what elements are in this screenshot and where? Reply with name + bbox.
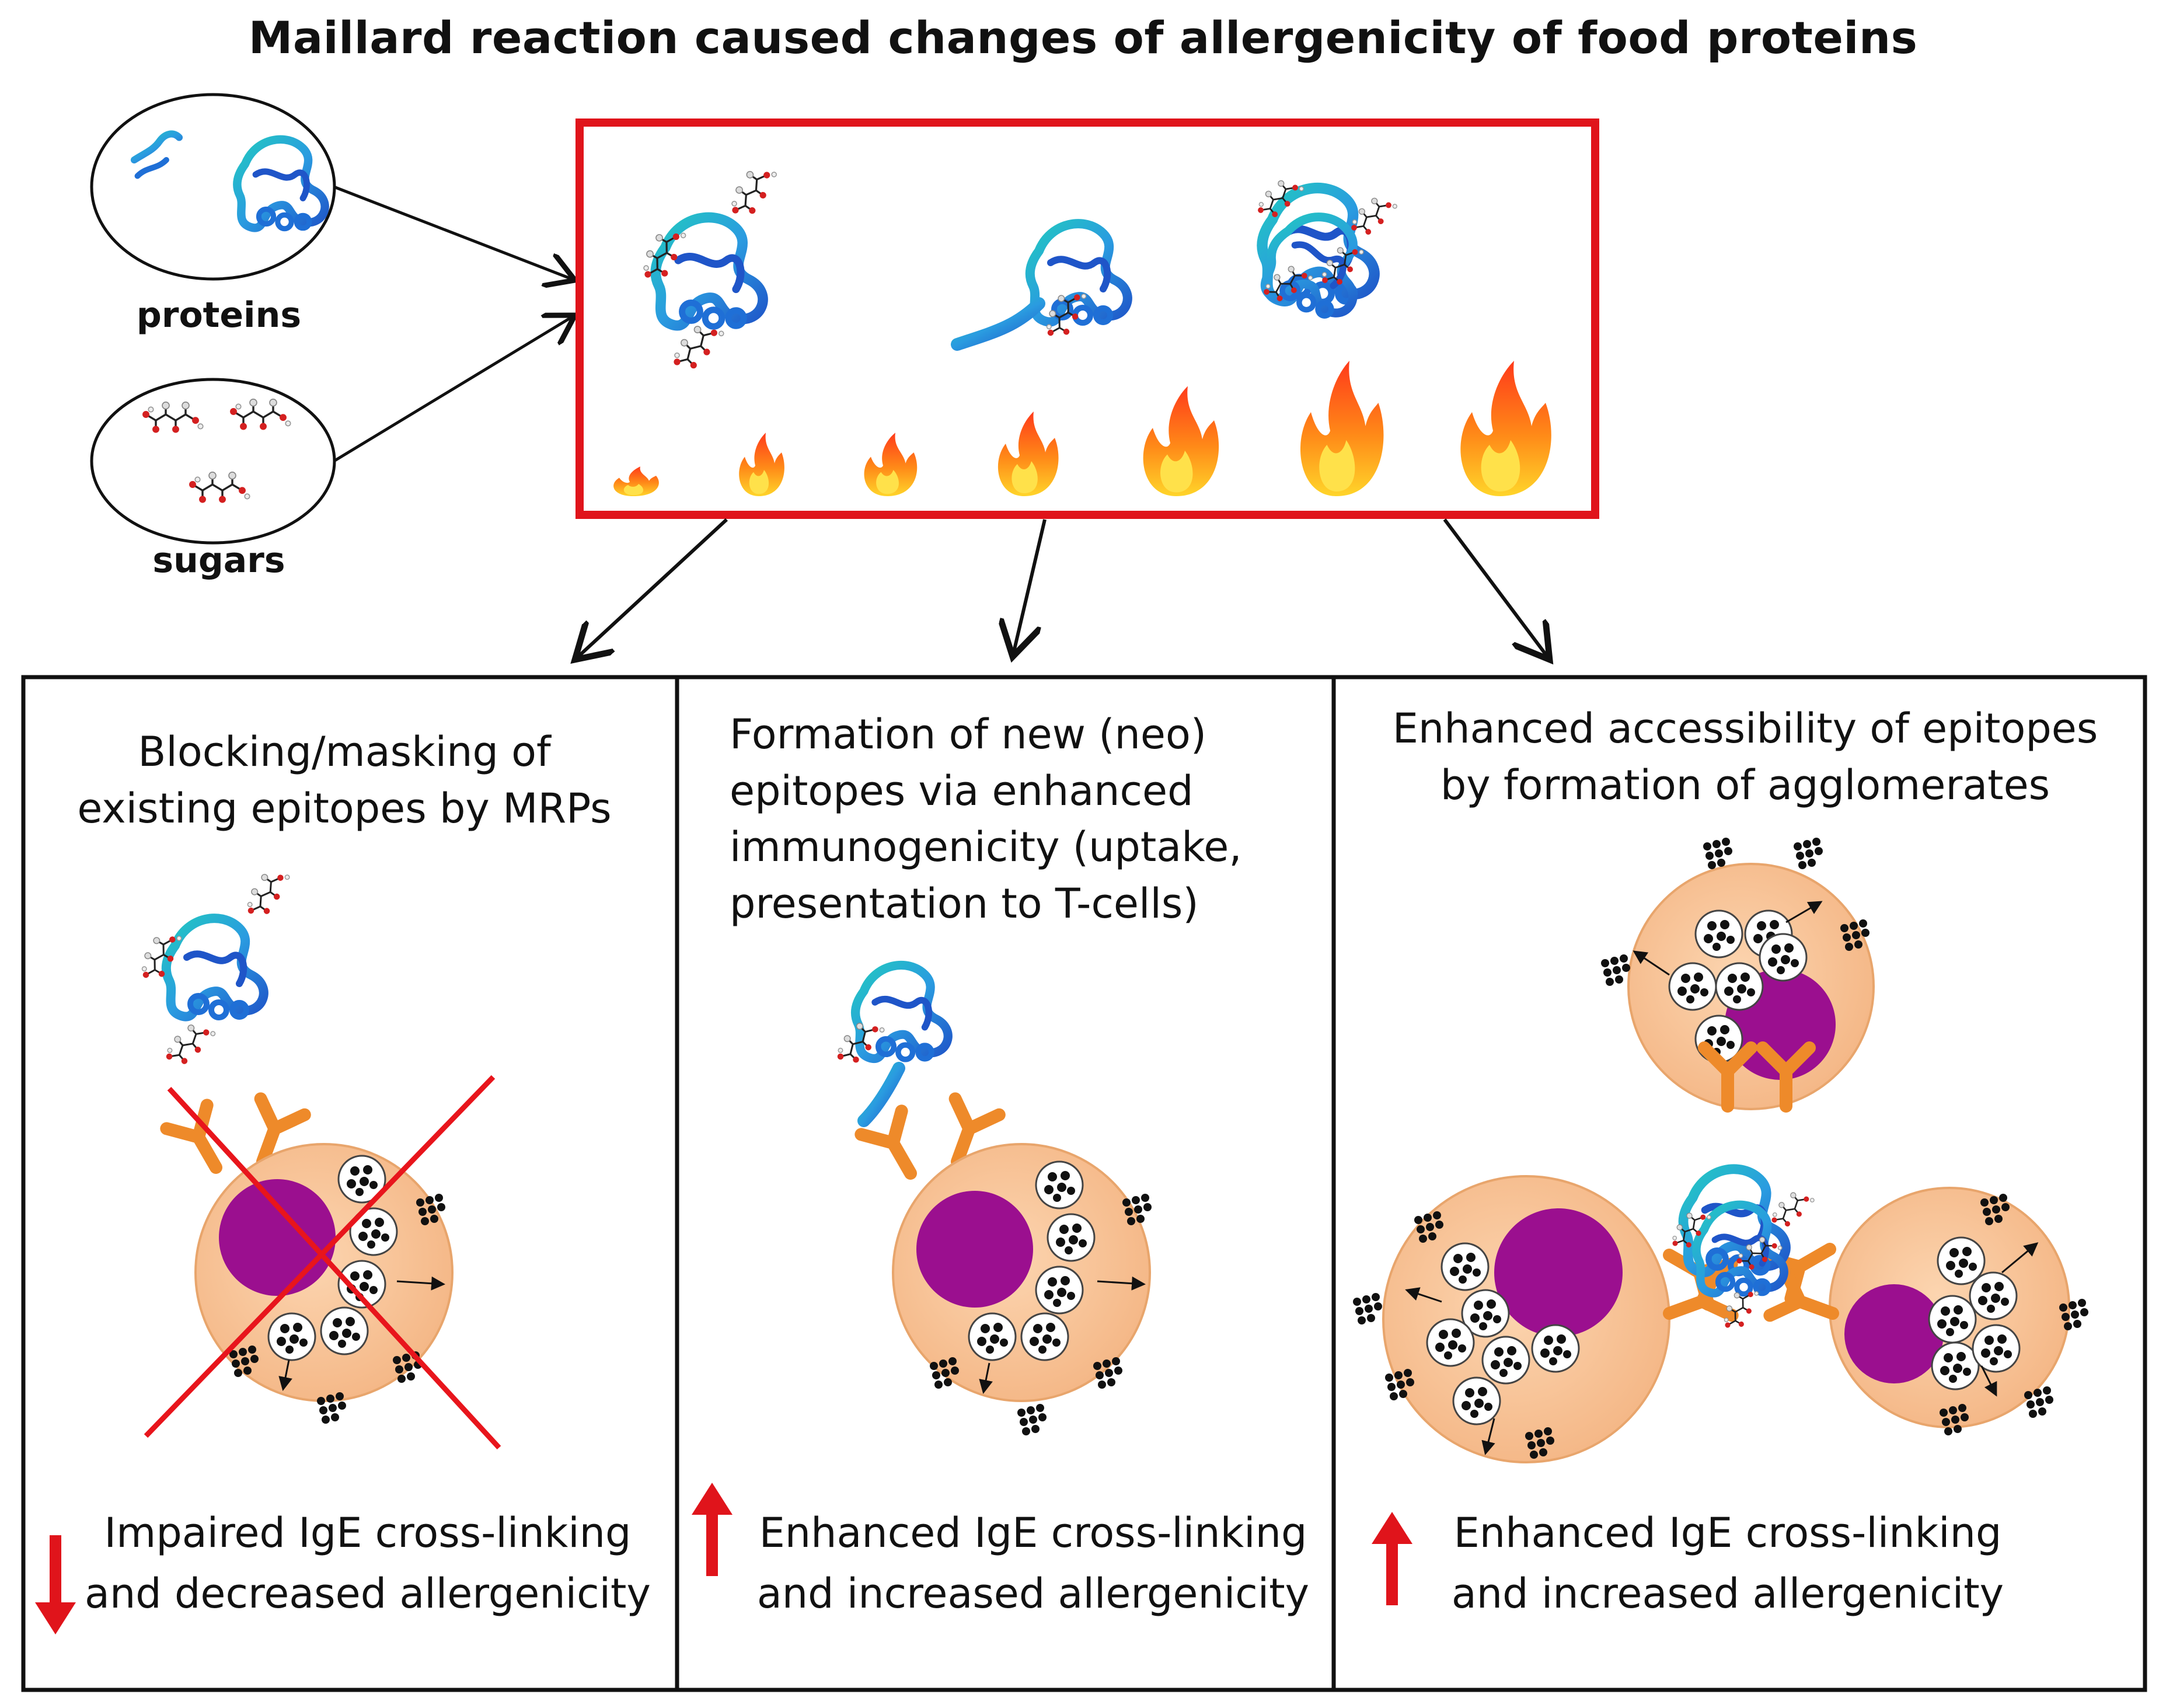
panel-1-outcome: Impaired IgE cross-linking and decreased…	[76, 1503, 660, 1624]
panel-2-heading-line: presentation to T-cells)	[730, 879, 1199, 928]
panel-2-heading-line: immunogenicity (uptake,	[730, 823, 1242, 872]
diagram-title: Maillard reaction caused changes of alle…	[248, 12, 1918, 64]
panel-1-heading-line: Blocking/masking of	[138, 728, 551, 776]
panel-1-heading-line: existing epitopes by MRPs	[77, 784, 612, 832]
proteins-label: proteins	[136, 295, 302, 336]
panel-3-heading-line: Enhanced accessibility of epitopes	[1392, 705, 2098, 752]
mast-cell-icon	[892, 1143, 1152, 1435]
panel-1-heading: Blocking/masking of existing epitopes by…	[23, 724, 665, 836]
panel-1-outcome-line: Impaired IgE cross-linking	[104, 1509, 632, 1557]
reaction-to-panel-2-arrow	[1013, 519, 1047, 657]
panel-3-heading-line: by formation of agglomerates	[1440, 761, 2050, 809]
sugars-ellipse	[90, 378, 336, 545]
panel-2-heading: Formation of new (neo) epitopes via enha…	[689, 706, 1325, 932]
panel-1-outcome-line: and decreased allergenicity	[85, 1569, 651, 1618]
protein-icon	[130, 130, 183, 179]
sugar-molecule-icon	[229, 398, 292, 431]
decrease-arrow-icon	[35, 1535, 76, 1634]
glycated-protein-icon	[951, 224, 1128, 351]
panel-3-heading: Enhanced accessibility of epitopes by fo…	[1337, 700, 2154, 813]
sugars-to-reaction-arrow	[333, 315, 575, 463]
panel-1-illustration	[134, 862, 501, 1450]
panel-3-outcome: Enhanced IgE cross-linking and increased…	[1436, 1503, 2019, 1624]
antibody-icon	[166, 1105, 236, 1179]
panel-2-outcome-line: Enhanced IgE cross-linking	[759, 1509, 1307, 1557]
sugar-molecule-icon	[141, 401, 204, 434]
panel-2-outcome-line: and increased allergenicity	[756, 1569, 1310, 1618]
reaction-to-panel-3-arrow	[1443, 518, 1550, 660]
reaction-to-panel-1-arrow	[575, 518, 728, 660]
panel-3-outcome-line: and increased allergenicity	[1451, 1569, 2004, 1618]
glycated-protein-icon	[829, 965, 948, 1127]
proteins-ellipse	[90, 93, 336, 281]
antibody-icon	[861, 1111, 930, 1185]
increase-arrow-icon	[1372, 1512, 1412, 1605]
panel-2-outcome: Enhanced IgE cross-linking and increased…	[741, 1503, 1325, 1624]
panel-2-illustration	[829, 965, 1152, 1435]
panels-frame	[21, 675, 2147, 1692]
mast-cell-icon	[1353, 1175, 1670, 1463]
mast-cell-icon	[1829, 1187, 2088, 1435]
mast-cell-icon	[194, 1143, 454, 1424]
increase-arrow-icon	[692, 1483, 733, 1576]
panel-2-heading-line: epitopes via enhanced	[730, 766, 1194, 815]
panel-3-illustration	[1353, 838, 2088, 1463]
glycated-protein-icon	[134, 862, 294, 1072]
cross-out-line	[144, 1075, 496, 1438]
panel-2-heading-line: Formation of new (neo)	[730, 710, 1207, 758]
panel-3-outcome-line: Enhanced IgE cross-linking	[1453, 1509, 2002, 1557]
proteins-to-reaction-arrow	[333, 185, 575, 280]
sugar-molecule-icon	[188, 471, 251, 504]
cross-out-line	[167, 1086, 501, 1450]
sugars-label: sugars	[152, 540, 285, 581]
protein-icon	[237, 140, 325, 229]
